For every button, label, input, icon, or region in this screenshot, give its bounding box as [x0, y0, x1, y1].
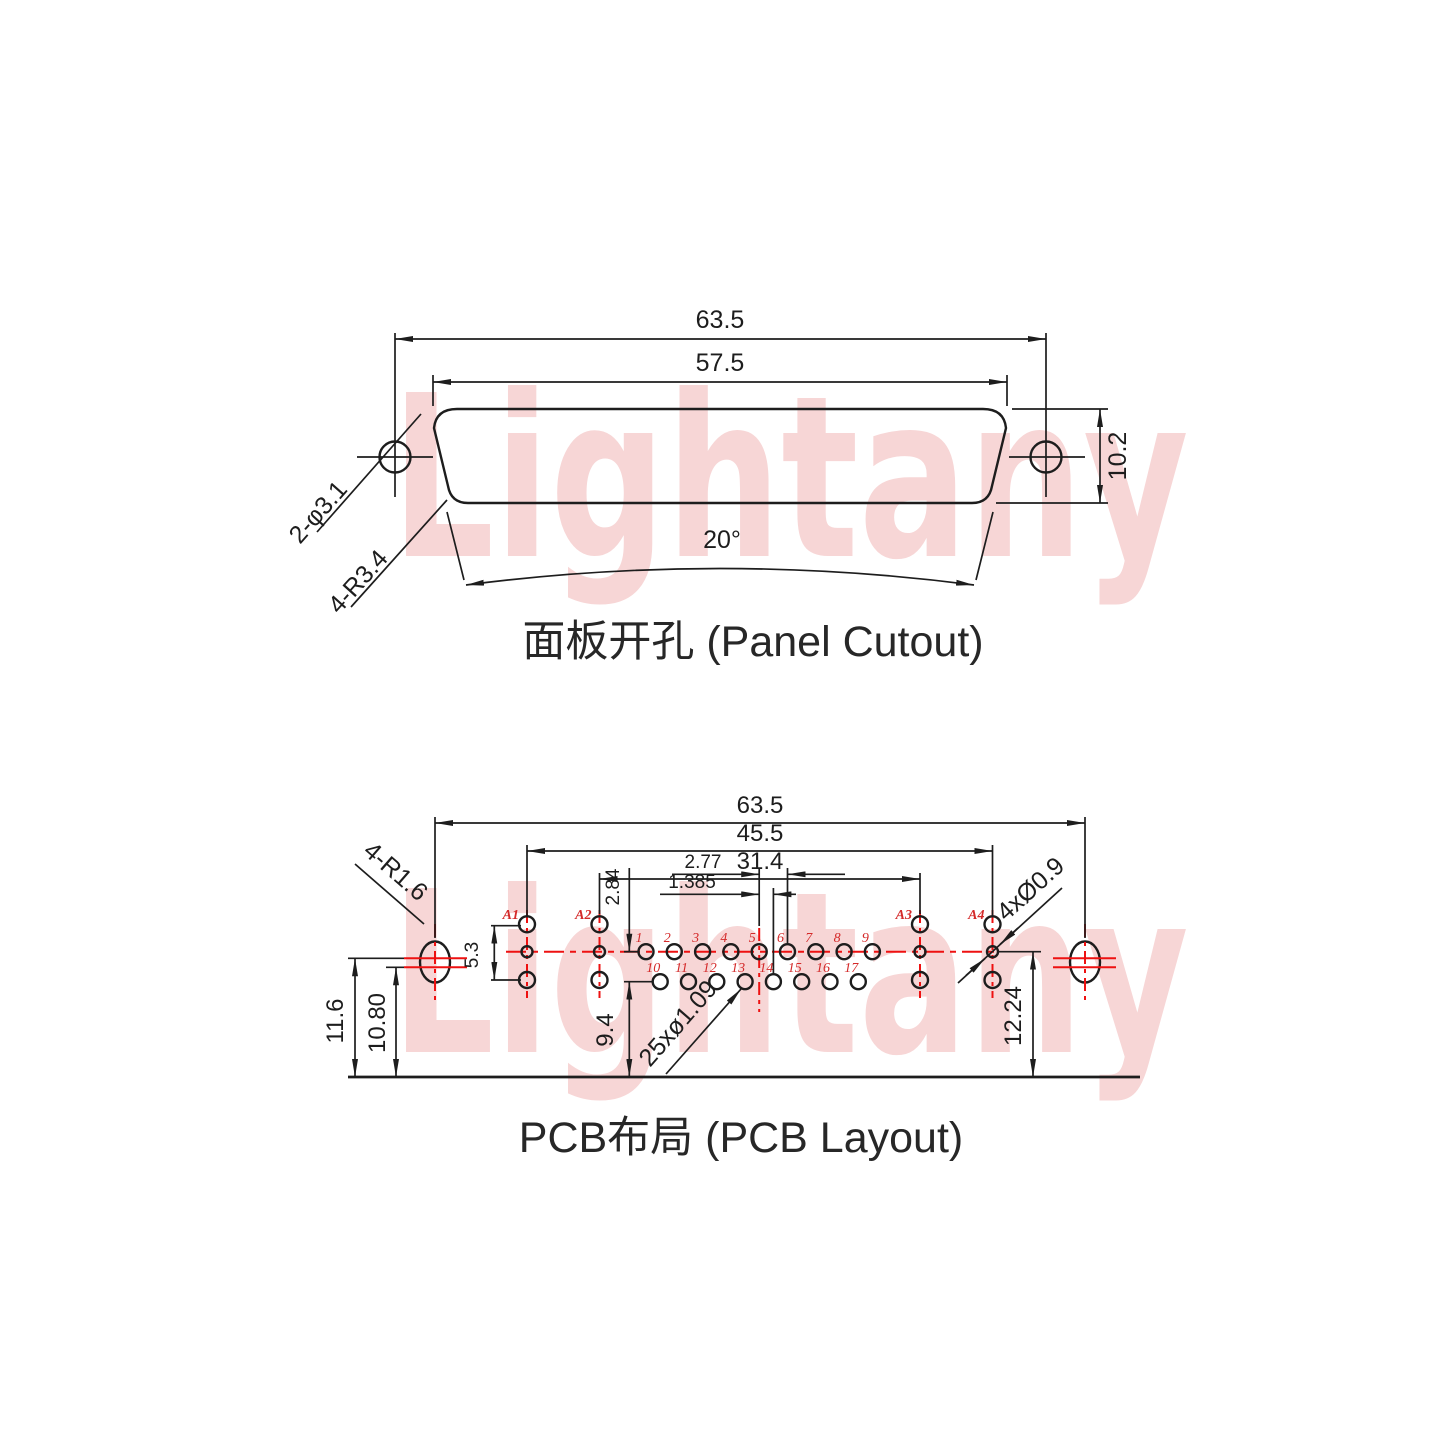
pin-10-label: 10 [646, 961, 660, 976]
angle-arc [465, 567, 975, 586]
watermark-text: Lightany [391, 348, 1189, 610]
pin-9-label: 9 [862, 931, 869, 946]
watermark-bottom: Lightany [391, 844, 1189, 1106]
pcb-dim-12-24: 12.24 [1000, 986, 1027, 1046]
pin-row-2: 10 11 12 13 14 15 16 17 [646, 961, 867, 991]
pin-7-label: 7 [805, 931, 813, 946]
label-a1: A1 [502, 908, 519, 923]
pcb-dim-2-77: 2.77 [685, 852, 722, 873]
pin-12-label: 12 [703, 961, 717, 976]
pin-6 [778, 943, 797, 961]
pin-2 [665, 943, 683, 961]
pin-11 [679, 973, 698, 991]
pin-row-1: 1 2 3 4 5 6 7 8 9 [636, 931, 882, 961]
pin-4-label: 4 [720, 931, 727, 946]
dim-57-5: 57.5 [696, 349, 745, 377]
pin-5 [750, 943, 768, 961]
panel-cutout-title: 面板开孔 (Panel Cutout) [522, 618, 983, 666]
pin-3 [693, 943, 712, 961]
pin-4 [722, 943, 740, 961]
pin-6-label: 6 [777, 931, 784, 946]
dim-20deg: 20° [703, 526, 741, 554]
pcb-dim-63-5: 63.5 [737, 792, 784, 819]
pin-16 [821, 973, 839, 991]
pin-15-label: 15 [788, 961, 802, 976]
leader-coax-arrow-1 [965, 957, 986, 977]
leader-mount-radius [354, 863, 425, 925]
a3-top-hole [910, 915, 930, 934]
coax-contact-a3: A3 [895, 908, 930, 998]
pin-15 [793, 973, 811, 991]
pcb-dim-9-4: 9.4 [592, 1013, 619, 1046]
pin-1-label: 1 [636, 931, 643, 946]
leader-radius-note [350, 499, 448, 608]
label-a4: A4 [967, 908, 984, 923]
angle-ext-left [446, 511, 465, 581]
pin-8-label: 8 [834, 931, 841, 946]
a3-bottom-hole [910, 970, 930, 990]
leader-hole-note [316, 413, 422, 533]
leader-pin-holes [665, 988, 742, 1075]
pin-12 [708, 973, 726, 991]
pin-7 [807, 943, 825, 961]
pin-14 [764, 973, 783, 991]
pin-17-label: 17 [844, 961, 859, 976]
pin-2-label: 2 [664, 931, 671, 946]
pcb-layout-title: PCB布局 (PCB Layout) [519, 1114, 963, 1162]
pin-13-label: 13 [731, 961, 745, 976]
pin-17 [849, 973, 867, 991]
leader-coax-arrow-2 [999, 927, 1019, 946]
dim-10-2: 10.2 [1104, 432, 1132, 481]
coax-contact-a2: A2 [574, 908, 609, 998]
coax-contact-a4: A4 [967, 908, 1002, 998]
dim-63-5: 63.5 [696, 306, 745, 334]
pin-8 [835, 943, 853, 961]
pin-14-label: 14 [759, 961, 773, 976]
watermark-top: Lightany [391, 348, 1189, 610]
pin-5-label: 5 [749, 931, 756, 946]
pin-11-label: 11 [675, 961, 688, 976]
pin-13 [736, 973, 754, 991]
a4-bottom-hole [983, 970, 1002, 990]
pin-9 [863, 943, 882, 961]
a1-top-hole [517, 915, 537, 934]
a2-center-hole [592, 945, 607, 959]
pcb-dim-11-6: 11.6 [322, 999, 349, 1044]
pcb-dim-2-84: 2.84 [603, 868, 624, 905]
watermark-text: Lightany [391, 844, 1189, 1106]
pcb-dim-1-385: 1.385 [668, 872, 716, 893]
angle-ext-right [975, 511, 994, 581]
a2-bottom-hole [590, 970, 609, 990]
label-a3: A3 [895, 908, 912, 923]
a4-center-hole [985, 945, 1000, 959]
cutout-outline [432, 407, 1008, 505]
a4-top-hole [983, 915, 1002, 934]
pcb-dim-5-3: 5.3 [462, 942, 483, 968]
label-a2: A2 [574, 908, 591, 923]
pin-16-label: 16 [816, 961, 830, 976]
pcb-dim-45-5: 45.5 [737, 820, 784, 847]
pin-3-label: 3 [691, 931, 699, 946]
a1-center-hole [520, 945, 534, 959]
a2-top-hole [590, 915, 609, 934]
a3-center-hole [913, 945, 927, 959]
pcb-dim-10-80: 10.80 [364, 993, 391, 1053]
